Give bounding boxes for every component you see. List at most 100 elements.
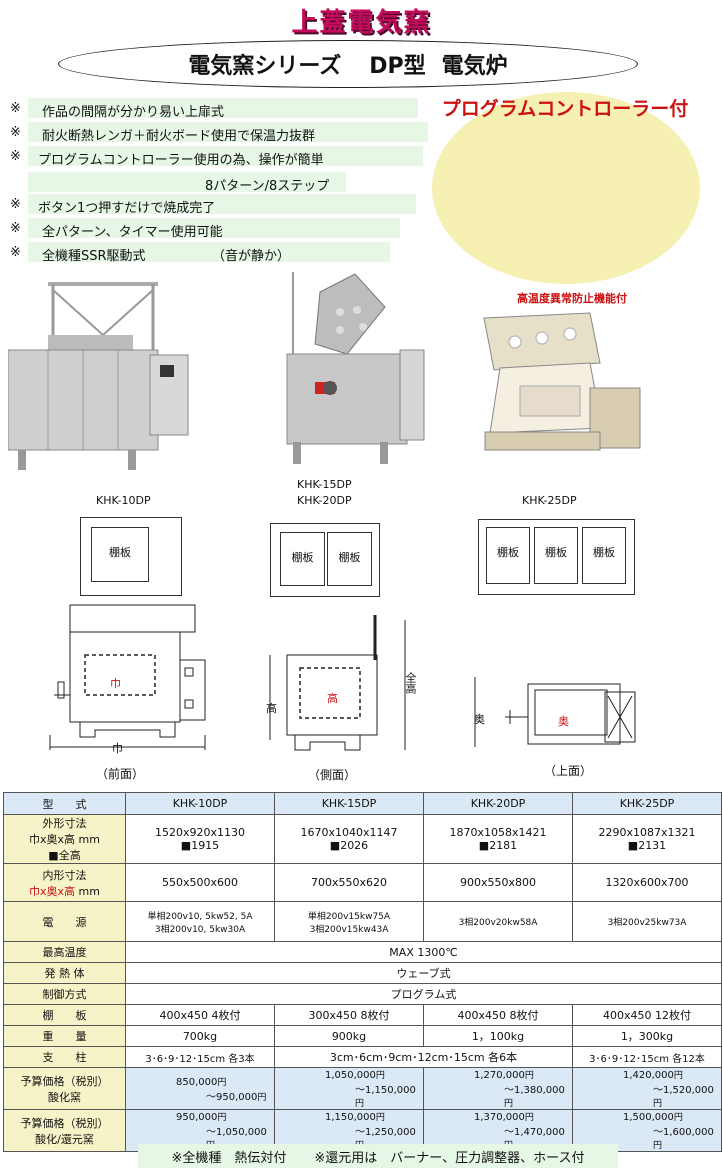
yen-unit: 円 [355,1099,365,1109]
row-label-price-reduction: 予算価格（税別） 酸化/還元窯 [3,1109,126,1152]
shelf-board: 棚板 [280,532,325,586]
feature-band [28,218,400,238]
feature-item: 耐火断熱レンガ＋耐火ボード使用で保温力抜群 [42,129,316,144]
model-label-10dp: KHK-10DP [96,494,151,507]
power-spec: 単相200v15kw75A [307,911,391,922]
inner-width-label: 巾 [110,677,121,690]
cell-pillar: 3cm･6cm･9cm･12cm･15cm 各6本 [274,1046,573,1068]
price-to: ～1,250,000 [355,1127,416,1138]
row-label-heater: 発 熱 体 [3,962,126,984]
side-caption: （側面） [308,768,357,782]
cell-power: 単相200v15kw75A 3相200v15kw43A [274,901,424,942]
cell-shelf: 400x450 12枚付 [572,1004,722,1026]
program-controller-label: プログラムコントローラー付 [441,98,689,120]
cell-weight: 1，100kg [423,1025,573,1047]
price-from: 1,050,000 [325,1070,376,1081]
feature-item: プログラムコントローラー使用の為、操作が簡単 [38,153,324,168]
outer-total: ■1915 [180,839,220,852]
cell-weight: 1，300kg [572,1025,722,1047]
cell-weight: 700kg [125,1025,275,1047]
price-from: 1,370,000 [474,1112,525,1123]
cell-shelf: 300x450 8枚付 [274,1004,424,1026]
side-view-drawing [269,615,406,751]
yen-unit: 円 [375,1113,385,1123]
feature-band [28,242,390,262]
yen-unit: 円 [257,1092,267,1103]
shelf-board: 棚板 [534,527,578,584]
shelf-layout-10dp: 棚板 [80,517,182,596]
cell-outer: 2290x1087x1321■2131 [572,814,722,864]
price-to: ～1,050,000 [206,1127,267,1138]
yen-unit: 円 [673,1071,683,1081]
cell-inner: 550x500x600 [125,863,275,902]
price-label: 予算価格（税別） [20,1116,109,1130]
row-label-power: 電 源 [3,901,126,942]
feature-mark: ※ [10,101,21,116]
price-to: ～1,380,000 [504,1085,565,1096]
yen-unit: 円 [217,1113,227,1123]
row-label-price-oxidation: 予算価格（税別） 酸化窯 [3,1067,126,1110]
cell-weight: 900kg [274,1025,424,1047]
banner-type: DP型 [369,54,426,79]
kiln-15dp-image [286,272,425,464]
spec-table: 型 式 KHK-10DP KHK-15DP KHK-20DP KHK-25DP … [3,792,722,1152]
outer-total-label: ■全高 [48,849,81,862]
inner-depth-label: 奥 [558,715,569,728]
brand-title: 上蓋電気窯 [291,8,432,38]
feature-mark: ※ [10,125,21,140]
cell-price: 1,420,000円～1,520,000円 [572,1067,722,1110]
cell-price: 850,000円～950,000円 [125,1067,275,1110]
row-label-pillar: 支 柱 [3,1046,126,1068]
feature-list: ※ 作品の間隔が分かり易い上扉式 ※ 耐火断熱レンガ＋耐火ボード使用で保温力抜群… [0,0,430,270]
outer-width-label: 巾 [112,742,123,755]
row-label-inner: 内形寸法 巾x奥x高 mm [3,863,126,902]
cell-outer: 1870x1058x1421■2181 [423,814,573,864]
cell-control: プログラム式 [125,983,722,1005]
top-view-drawing [474,677,636,747]
cell-pillar: 3･6･9･12･15cm 各3本 [125,1046,275,1068]
feature-band [28,194,416,214]
price-from: 950,000 [176,1112,218,1123]
yen-unit: 円 [673,1113,683,1123]
yen-unit: 円 [504,1099,514,1109]
safety-label: 高温度異常防止機能付 [517,292,627,305]
cell-power: 3相200v25kw73A [572,901,722,942]
highlight-oval [432,92,700,284]
feature-band [28,172,346,192]
feature-mark: ※ [10,221,21,236]
outer-total: ■2131 [627,839,667,852]
outer-size: 1520x920x1130 [154,826,245,839]
cell-outer: 1670x1040x1147■2026 [274,814,424,864]
feature-band [28,122,428,142]
series-banner: 電気窯シリーズ DP型 電気炉 [58,40,638,88]
outer-size: 1670x1040x1147 [300,826,398,839]
shelf-board: 棚板 [486,527,530,584]
cell-maxtemp: MAX 1300℃ [125,941,722,963]
inner-height-label: 高 [327,692,338,705]
price-from: 1,270,000 [474,1070,525,1081]
feature-mark: ※ [10,149,21,164]
model-label-25dp: KHK-25DP [522,494,577,507]
power-spec: 3相200v15kw43A [309,924,389,935]
row-label-maxtemp: 最高温度 [3,941,126,963]
banner-furnace: 電気炉 [441,54,508,79]
outer-label: 外形寸法 [42,817,87,830]
feature-item: 全パターン、タイマー使用可能 [42,225,223,240]
outer-size: 1870x1058x1421 [449,826,547,839]
yen-unit: 円 [653,1099,663,1109]
inner-label: 内形寸法 [42,868,87,882]
front-caption: （前面） [96,767,145,781]
cell-shelf: 400x450 8枚付 [423,1004,573,1026]
shelf-board: 棚板 [327,532,372,586]
header-10dp: KHK-10DP [125,792,275,815]
price-label: 予算価格（税別） [20,1074,109,1088]
cell-shelf: 400x450 4枚付 [125,1004,275,1026]
shelf-board: 棚板 [91,527,149,582]
price-from: 1,500,000 [623,1112,674,1123]
kiln-10dp-image [8,282,189,470]
yen-unit: 円 [375,1071,385,1081]
front-view-drawing [49,604,206,750]
feature-mark: ※ [10,197,21,212]
yen-unit: 円 [524,1113,534,1123]
